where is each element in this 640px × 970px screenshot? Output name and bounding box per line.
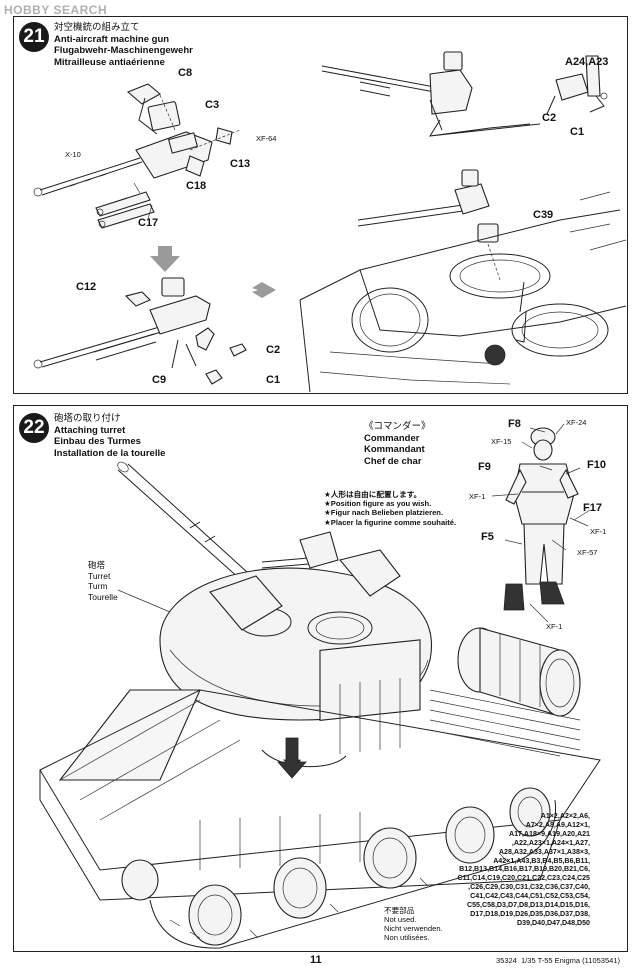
not-used-en: Not used. — [384, 915, 417, 924]
step-22-title-fr: Installation de la tourelle — [54, 447, 166, 459]
label-c2-top: C2 — [542, 112, 557, 124]
label-c1-bottom: C1 — [266, 374, 281, 386]
step-22-title-de: Einbau des Turmes — [54, 436, 141, 447]
label-f8: F8 — [508, 418, 521, 430]
step-21-gun-exploded-illustration — [33, 51, 627, 393]
turret-label: 砲塔 Turret Turm Tourelle — [88, 560, 118, 602]
step-21-title-fr: Mitrailleuse antiaérienne — [54, 56, 165, 68]
commander-figure — [503, 427, 579, 611]
figure-placement-note: ★人形は自由に配置します。 ★Position figure as you wi… — [324, 490, 456, 527]
parts-line: D17,D18,D19,D26,D35,D36,D37,D38, — [470, 909, 590, 918]
not-used-jp: 不要部品 — [384, 906, 415, 915]
commander-heading: 《コマンダー》 Commander Kommandant Chef de cha… — [364, 421, 431, 467]
label-c39: C39 — [533, 209, 554, 221]
page-number: 11 — [310, 954, 322, 966]
parts-line: ,A22,A23×1,A24×1,A27, — [511, 838, 590, 847]
label-xf24: XF-24 — [566, 418, 587, 427]
label-c12: C12 — [76, 281, 97, 293]
label-c2-bottom: C2 — [266, 344, 281, 356]
label-xf1-a: XF-1 — [469, 492, 486, 501]
step-22-title-en: Attaching turret — [54, 424, 126, 436]
not-used-de: Nicht verwenden. — [384, 924, 443, 933]
turret-en: Turret — [88, 570, 111, 581]
label-a24-a23: A24,A23 — [565, 56, 609, 68]
parts-line: D39,D40,D47,D48,D50 — [517, 918, 590, 927]
label-xf1-b: XF-1 — [590, 527, 607, 536]
parts-line: A42×1,A43,B3,B4,B5,B6,B11, — [493, 856, 590, 865]
commander-de: Kommandant — [364, 444, 425, 455]
commander-fr: Chef de char — [364, 455, 422, 467]
parts-line: ,C26,C29,C30,C31,C32,C36,C37,C40, — [468, 883, 590, 892]
figure-note-de: ★Figur nach Belieben platzieren. — [324, 508, 444, 518]
label-c17: C17 — [138, 217, 159, 229]
parts-line: C11,C14,C19,C20,C21,C22,C23,C24,C25 — [457, 874, 591, 883]
label-c1-top: C1 — [570, 126, 585, 138]
label-c8: C8 — [178, 67, 193, 79]
not-used-label: 不要部品 Not used. Nicht verwenden. Non util… — [384, 906, 443, 942]
parts-line: B12,B13,B14,B16,B17,B19,B20,B21,C6, — [459, 865, 590, 874]
not-used-fr: Non utilisées. — [384, 933, 430, 942]
turret-jp: 砲塔 — [88, 560, 106, 570]
footer-reference: 35324 1/35 T-55 Enigma (11053541) — [496, 956, 620, 965]
label-f9: F9 — [478, 461, 491, 473]
step-21-title: 対空機銃の組み立て Anti-aircraft machine gun Flug… — [54, 22, 193, 68]
turret-de: Turm — [88, 581, 108, 591]
label-xf1-c: XF-1 — [546, 622, 563, 631]
watermark-text: HOBBY SEARCH — [4, 3, 108, 17]
unused-parts-list: A1×2,A2×2,A6, A7×2,A8,A9,A12×1, A17,A18×… — [360, 812, 591, 928]
label-f17: F17 — [583, 502, 602, 514]
parts-line: C55,C58,D3,D7,D8,D13,D14,D15,D16, — [466, 901, 590, 910]
step-21-title-jp: 対空機銃の組み立て — [54, 22, 140, 33]
turret-fr: Tourelle — [88, 591, 118, 602]
figure-note-en: ★Position figure as you wish. — [324, 499, 432, 509]
parts-line: A7×2,A8,A9,A12×1, — [525, 820, 590, 829]
label-xf57: XF-57 — [577, 548, 598, 557]
label-xf15: XF-15 — [491, 437, 512, 446]
parts-line: A17,A18×9,A19,A20,A21 — [508, 829, 590, 838]
step-21-title-de: Flugabwehr-Maschinengewehr — [54, 45, 193, 56]
label-x10: X-10 — [65, 150, 81, 159]
step-21-number: 21 — [19, 22, 49, 52]
step-22-number: 22 — [19, 413, 49, 443]
figure-note-fr: ★Placer la figurine comme souhaité. — [324, 517, 457, 527]
commander-en: Commander — [364, 432, 420, 444]
label-f10: F10 — [587, 459, 606, 471]
parts-line: A28,A32,A33,A37×1,A38×3, — [498, 847, 590, 856]
parts-line: A1×2,A2×2,A6, — [540, 812, 590, 820]
label-c3: C3 — [205, 99, 220, 111]
label-c9: C9 — [152, 374, 167, 386]
commander-jp: 《コマンダー》 — [364, 421, 431, 432]
label-f5: F5 — [481, 531, 494, 543]
label-c18: C18 — [186, 180, 207, 192]
label-xf64: XF-64 — [256, 134, 277, 143]
step-22-title: 砲塔の取り付け Attaching turret Einbau des Turm… — [54, 413, 165, 459]
figure-note-jp: ★人形は自由に配置します。 — [324, 490, 422, 499]
step-21-title-en: Anti-aircraft machine gun — [54, 33, 170, 45]
step-22-title-jp: 砲塔の取り付け — [54, 413, 121, 424]
label-c13: C13 — [230, 158, 251, 170]
watermark-logo: HOBBY SEARCH — [4, 3, 107, 17]
parts-line: C41,C42,C43,C44,C51,C52,C53,C54, — [470, 892, 590, 901]
